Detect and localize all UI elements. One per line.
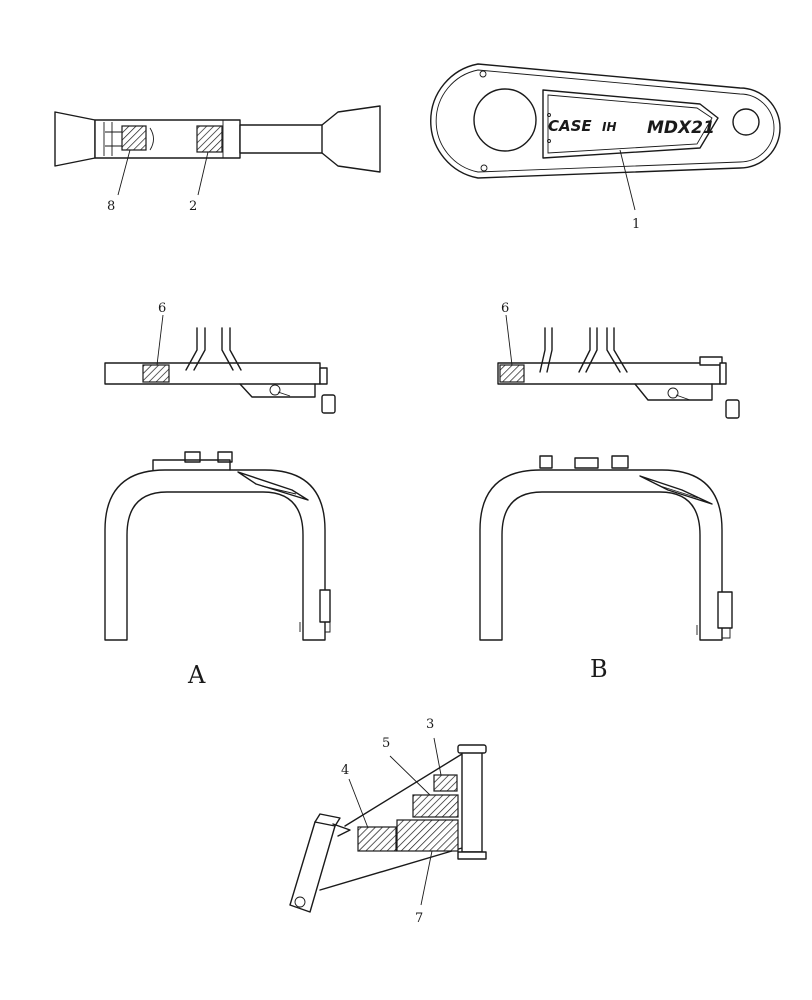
decal-4 [357, 826, 397, 852]
callout-7: 7 [415, 911, 423, 926]
hitch-frame: 3 5 4 7 [289, 717, 487, 926]
decal-5 [412, 794, 459, 818]
callout-5: 5 [382, 736, 390, 751]
drive-shaft: 8 2 [54, 105, 381, 214]
decal-brand-mark: IH [602, 120, 617, 134]
decal-1 [542, 89, 719, 159]
leader-6-a [156, 314, 164, 366]
decal-3 [433, 774, 458, 792]
decal-6-b [499, 364, 525, 383]
deck-front-view-b [479, 455, 733, 641]
leader-1 [619, 149, 636, 211]
callout-8: 8 [107, 199, 115, 214]
view-label-a: A [187, 661, 206, 689]
deck-top-view-a: 6 [104, 301, 336, 414]
callout-2: 2 [189, 199, 197, 214]
pulley-hole [473, 88, 537, 152]
leader-4 [348, 778, 369, 829]
pivot-hole [732, 108, 760, 136]
leader-7 [420, 850, 433, 906]
callout-4: 4 [341, 763, 349, 778]
leader-5 [389, 755, 431, 796]
deck-front-view-a [104, 451, 331, 641]
callout-3: 3 [426, 717, 434, 732]
leader-8 [117, 149, 131, 196]
decal-2 [196, 125, 223, 153]
callout-6-a: 6 [158, 301, 166, 316]
deck-top-view-b: 6 [497, 301, 740, 419]
callout-1: 1 [632, 217, 640, 232]
leader-6-b [505, 314, 513, 366]
decal-model: MDX21 [647, 118, 715, 138]
decal-8 [121, 125, 147, 151]
decal-6-a [142, 364, 170, 383]
decal-7 [396, 819, 459, 852]
callout-6-b: 6 [501, 301, 509, 316]
leader-2 [197, 151, 209, 196]
decal-brand: CASE [548, 117, 592, 135]
view-label-b: B [590, 655, 608, 683]
belt-cover: CASE IH MDX21 1 [430, 63, 781, 232]
leader-3 [433, 737, 442, 776]
